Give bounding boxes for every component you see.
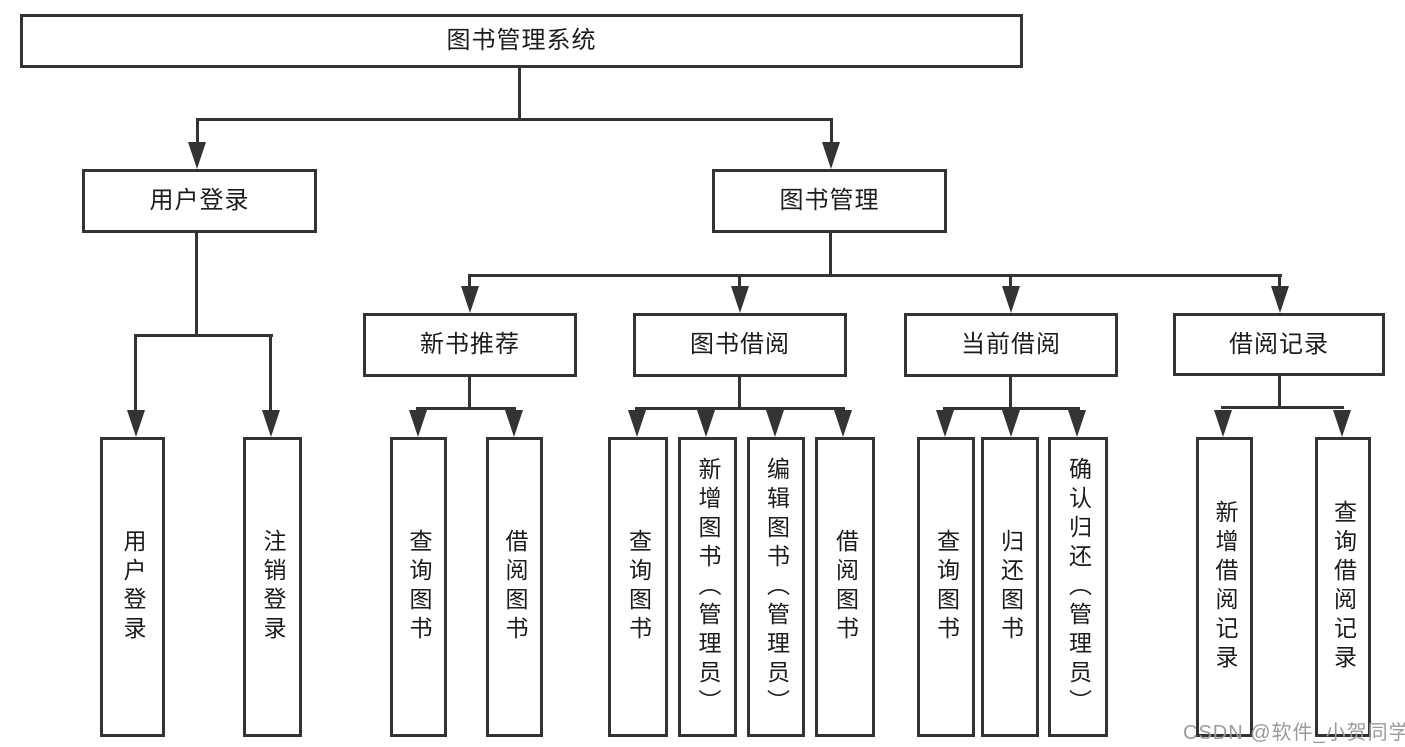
connector-root-stem xyxy=(518,66,521,120)
arrowhead-current-return xyxy=(1002,410,1020,437)
leaf-logout: 注销登录 xyxy=(243,437,302,737)
arrowhead-user-login xyxy=(188,142,206,169)
connector-records-drop xyxy=(1278,274,1281,288)
leaf-borrow-add-books-admin: 新增图书（管理员） xyxy=(678,437,737,737)
connector-borrow-drop xyxy=(738,274,741,288)
arrowhead-book-mgmt xyxy=(822,142,840,169)
node-user-login: 用户登录 xyxy=(82,169,317,233)
arrowhead-borrow-query xyxy=(628,410,646,437)
connector-leaf-login-drop xyxy=(134,334,137,414)
arrowhead-borrow-borrow xyxy=(834,410,852,437)
connector-current-children-branch xyxy=(943,407,1080,410)
arrowhead-records-add xyxy=(1214,410,1232,437)
connector-current-drop xyxy=(1009,274,1012,288)
csdn-watermark: CSDN @软件_小贺同学 xyxy=(1183,722,1405,744)
leaf-newbook-query-books: 查询图书 xyxy=(390,437,447,737)
connector-book-mgmt-stem xyxy=(829,231,832,276)
node-root: 图书管理系统 xyxy=(20,14,1023,68)
connector-records-children-branch xyxy=(1221,406,1344,409)
connector-user-login-children-branch xyxy=(134,334,273,337)
leaf-borrow-borrow-books: 借阅图书 xyxy=(815,437,875,737)
connector-borrow-stem xyxy=(738,375,741,409)
leaf-records-query-record: 查询借阅记录 xyxy=(1315,437,1371,737)
arrowhead-newbook-borrow xyxy=(505,410,523,437)
connector-level3-branch xyxy=(468,274,1282,277)
arrowhead-leaf-login xyxy=(127,410,145,437)
arrowhead-records-query xyxy=(1333,410,1351,437)
connector-user-login-stem xyxy=(195,231,198,336)
connector-leaf-logout-drop xyxy=(269,334,272,414)
leaf-borrow-edit-books-admin: 编辑图书（管理员） xyxy=(747,437,805,737)
connector-borrow-children-branch xyxy=(635,407,845,410)
leaf-current-query-books: 查询图书 xyxy=(917,437,975,737)
leaf-records-add-record: 新增借阅记录 xyxy=(1196,437,1253,737)
arrowhead-newbook-query xyxy=(409,410,427,437)
arrowhead-records xyxy=(1271,286,1289,313)
node-book-borrow: 图书借阅 xyxy=(633,313,847,377)
connector-newbook-stem xyxy=(468,375,471,409)
leaf-current-return-books: 归还图书 xyxy=(981,437,1039,737)
leaf-current-confirm-return-admin: 确认归还（管理员） xyxy=(1048,437,1108,737)
arrowhead-borrow-edit xyxy=(766,410,784,437)
connector-newbook-children-branch xyxy=(416,407,516,410)
leaf-borrow-query-books: 查询图书 xyxy=(608,437,668,737)
node-new-book-recommend: 新书推荐 xyxy=(363,313,577,377)
connector-records-stem xyxy=(1278,374,1281,408)
connector-level2-branch xyxy=(196,118,833,121)
connector-newbook-drop xyxy=(468,274,471,288)
arrowhead-leaf-logout xyxy=(262,410,280,437)
node-borrow-records: 借阅记录 xyxy=(1173,313,1385,376)
leaf-user-login: 用户登录 xyxy=(100,437,165,737)
leaf-newbook-borrow-books: 借阅图书 xyxy=(486,437,543,737)
arrowhead-borrow xyxy=(731,286,749,313)
connector-book-mgmt-drop xyxy=(830,118,833,145)
arrowhead-current xyxy=(1002,286,1020,313)
arrowhead-current-query xyxy=(936,410,954,437)
arrowhead-newbook xyxy=(461,286,479,313)
arrowhead-borrow-add xyxy=(697,410,715,437)
arrowhead-current-confirm xyxy=(1068,410,1086,437)
node-current-borrow: 当前借阅 xyxy=(904,313,1118,377)
node-book-management: 图书管理 xyxy=(712,169,947,233)
connector-current-stem xyxy=(1009,375,1012,409)
connector-user-login-drop xyxy=(196,118,199,145)
